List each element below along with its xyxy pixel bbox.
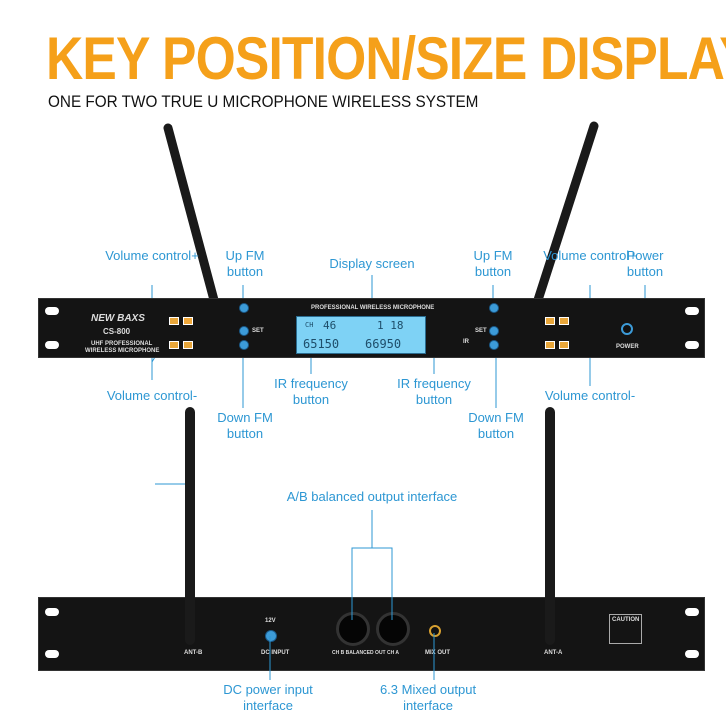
label-volume-plus-left: Volume control+ <box>105 248 199 263</box>
brand-logo: NEW BAXS <box>91 313 145 324</box>
volume-plus-left-knob[interactable] <box>169 317 179 325</box>
up-fm-button-left[interactable] <box>239 303 249 313</box>
set-label-right: SET <box>475 328 487 334</box>
front-antenna-right <box>533 121 599 305</box>
volume-plus-right-knob[interactable] <box>545 317 555 325</box>
volume-minus-left-slider[interactable] <box>183 341 193 349</box>
label-display-screen: Display screen <box>329 256 415 271</box>
volume-minus-left-knob[interactable] <box>169 341 179 349</box>
label-volume-minus-left: Volume control- <box>106 388 198 403</box>
page-title: KEY POSITION/SIZE DISPLAY <box>46 25 726 92</box>
panel-title: PROFESSIONAL WIRELESS MICROPHONE <box>311 305 435 311</box>
volume-minus-right-slider[interactable] <box>559 341 569 349</box>
volume-plus-left-slider[interactable] <box>183 317 193 325</box>
display-screen: CH 46 1 18 65150 66950 <box>296 316 426 354</box>
front-panel: NEW BAXS CS-800 UHF PROFESSIONAL WIRELES… <box>38 298 705 358</box>
label-volume-plus-right: Volume control+ <box>543 248 637 263</box>
label-power-button: Power button <box>626 248 664 279</box>
desc-line-2: WIRELESS MICROPHONE <box>85 348 160 354</box>
page-subtitle: ONE FOR TWO TRUE U MICROPHONE WIRELESS S… <box>48 92 479 111</box>
up-fm-button-right[interactable] <box>489 303 499 313</box>
label-ab-balanced-output: A/B balanced output interface <box>286 489 458 504</box>
ir-set-button-left[interactable] <box>239 326 249 336</box>
label-ir-left: IR frequency button <box>274 376 348 407</box>
label-ir-right: IR frequency button <box>397 376 471 407</box>
label-down-fm-left: Down FM button <box>217 410 273 441</box>
volume-minus-right-knob[interactable] <box>545 341 555 349</box>
lcd-freq-a: 65150 <box>303 337 340 351</box>
label-volume-minus-right: Volume control- <box>544 388 636 403</box>
lcd-ch-value-b: 1 18 <box>377 319 404 332</box>
label-up-fm-left: Up FM button <box>225 248 265 279</box>
lcd-freq-b: 66950 <box>365 337 402 351</box>
label-dc-power-input: DC power input interface <box>223 682 313 713</box>
down-fm-button-left[interactable] <box>239 340 249 350</box>
front-antenna-left <box>163 123 219 305</box>
lcd-ch: CH <box>305 321 314 329</box>
volume-plus-right-slider[interactable] <box>559 317 569 325</box>
power-button[interactable] <box>621 323 633 335</box>
set-label-left: SET <box>252 328 264 334</box>
ir-set-button-right[interactable] <box>489 326 499 336</box>
ir-label: IR <box>463 339 469 345</box>
desc-line-1: UHF PROFESSIONAL <box>91 341 153 347</box>
down-fm-button-right[interactable] <box>489 340 499 350</box>
label-mixed-output: 6.3 Mixed output interface <box>379 682 477 713</box>
model-label: CS-800 <box>103 327 131 336</box>
label-up-fm-right: Up FM button <box>473 248 513 279</box>
label-down-fm-right: Down FM button <box>468 410 524 441</box>
lcd-ch-value: 46 <box>323 319 337 332</box>
power-label: POWER <box>616 344 639 350</box>
